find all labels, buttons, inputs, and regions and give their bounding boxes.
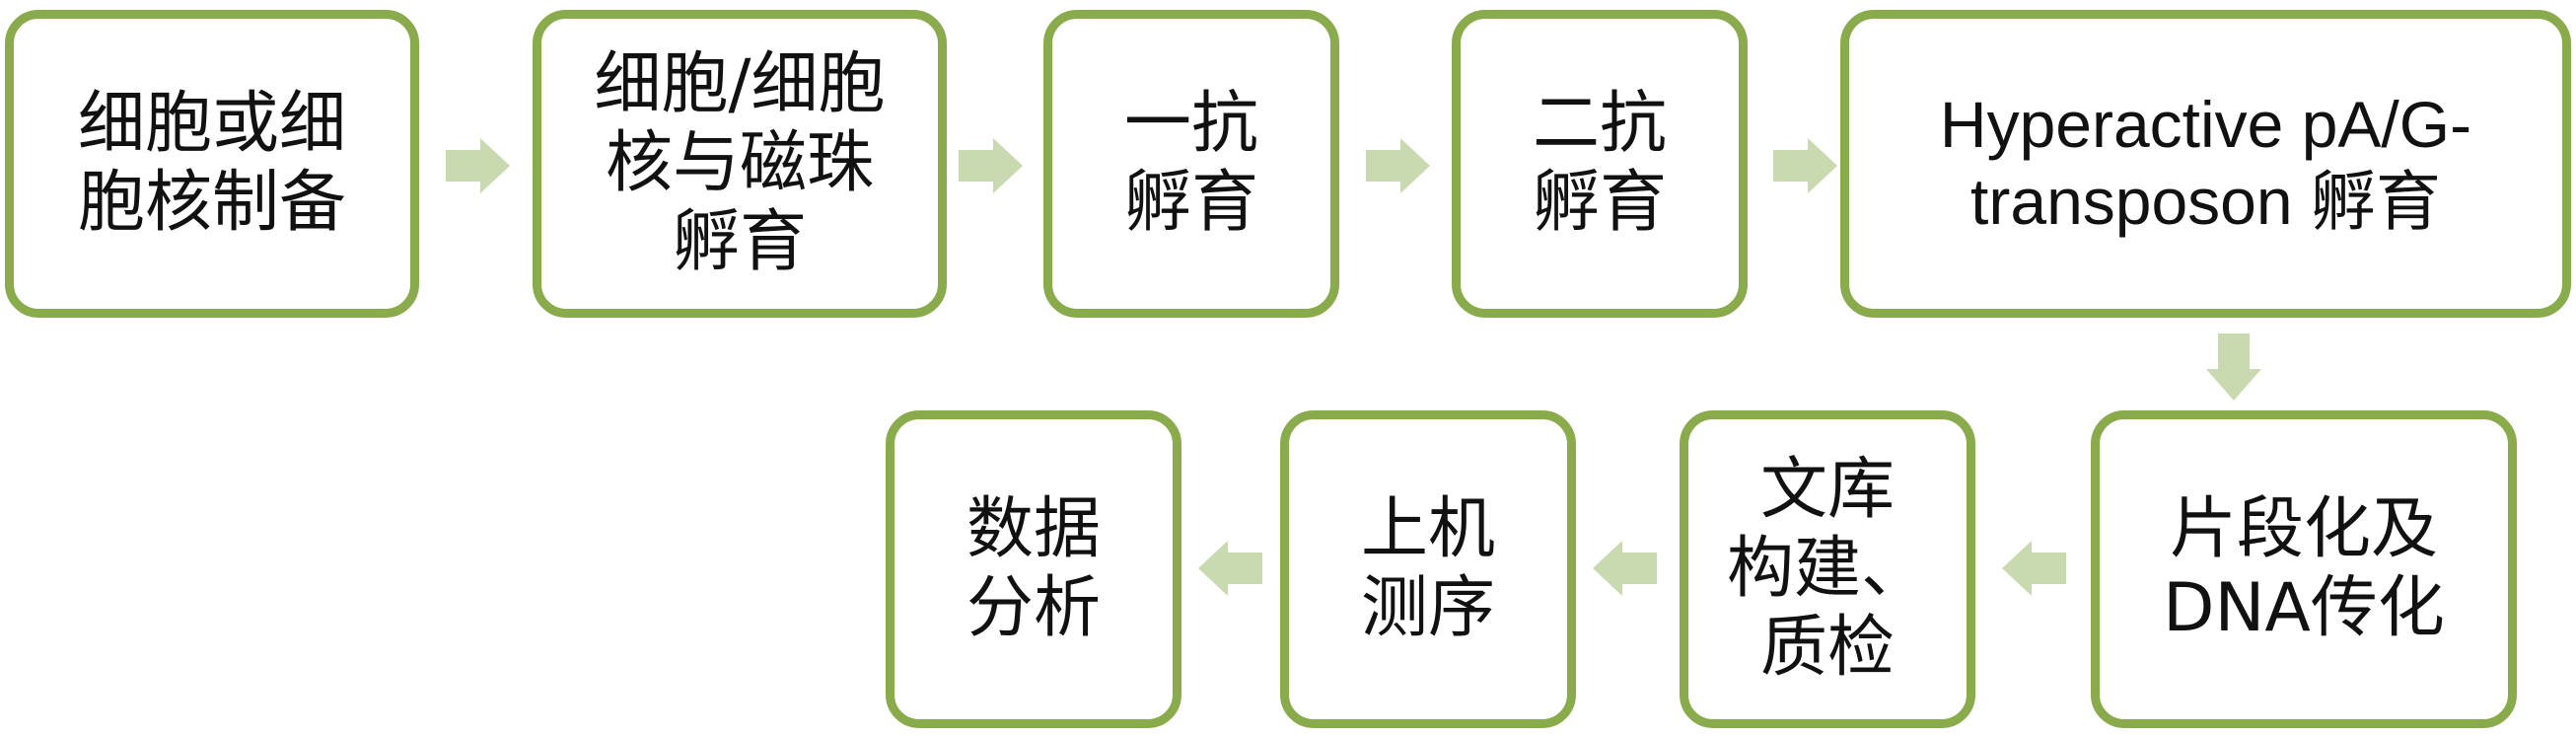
step-primary-antibody: 一抗 孵育 bbox=[1043, 10, 1339, 318]
step-secondary-antibody-label: 二抗 孵育 bbox=[1532, 84, 1667, 242]
arrow-down bbox=[2206, 333, 2261, 401]
arrow-right-2 bbox=[959, 138, 1023, 193]
step-data-analysis: 数据 分析 bbox=[886, 410, 1181, 728]
step-library-qc: 文库 构建、 质检 bbox=[1680, 410, 1975, 728]
step-fragmentation: 片段化及 DNA传化 bbox=[2091, 410, 2517, 728]
step-transposon-incubation-label: Hyperactive pA/G- transposon 孵育 bbox=[1939, 88, 2472, 238]
arrow-left-3 bbox=[1198, 541, 1262, 596]
step-secondary-antibody: 二抗 孵育 bbox=[1452, 10, 1748, 318]
arrow-left-1 bbox=[2002, 541, 2066, 596]
step-transposon-incubation: Hyperactive pA/G- transposon 孵育 bbox=[1840, 10, 2571, 318]
step-bead-incubation: 细胞/细胞 核与磁珠 孵育 bbox=[533, 10, 947, 318]
step-fragmentation-label: 片段化及 DNA传化 bbox=[2163, 489, 2445, 647]
step-bead-incubation-label: 细胞/细胞 核与磁珠 孵育 bbox=[594, 44, 886, 282]
step-data-analysis-label: 数据 分析 bbox=[966, 489, 1101, 647]
step-cell-prep-label: 细胞或细 胞核制备 bbox=[77, 84, 346, 242]
arrow-right-1 bbox=[446, 138, 510, 193]
arrow-left-2 bbox=[1593, 541, 1657, 596]
step-library-qc-label: 文库 构建、 质检 bbox=[1726, 450, 1928, 688]
step-sequencing: 上机 测序 bbox=[1280, 410, 1576, 728]
step-sequencing-label: 上机 测序 bbox=[1360, 489, 1495, 647]
step-cell-prep: 细胞或细 胞核制备 bbox=[5, 10, 419, 318]
arrow-right-3 bbox=[1366, 138, 1430, 193]
step-primary-antibody-label: 一抗 孵育 bbox=[1123, 84, 1258, 242]
arrow-right-4 bbox=[1773, 138, 1837, 193]
